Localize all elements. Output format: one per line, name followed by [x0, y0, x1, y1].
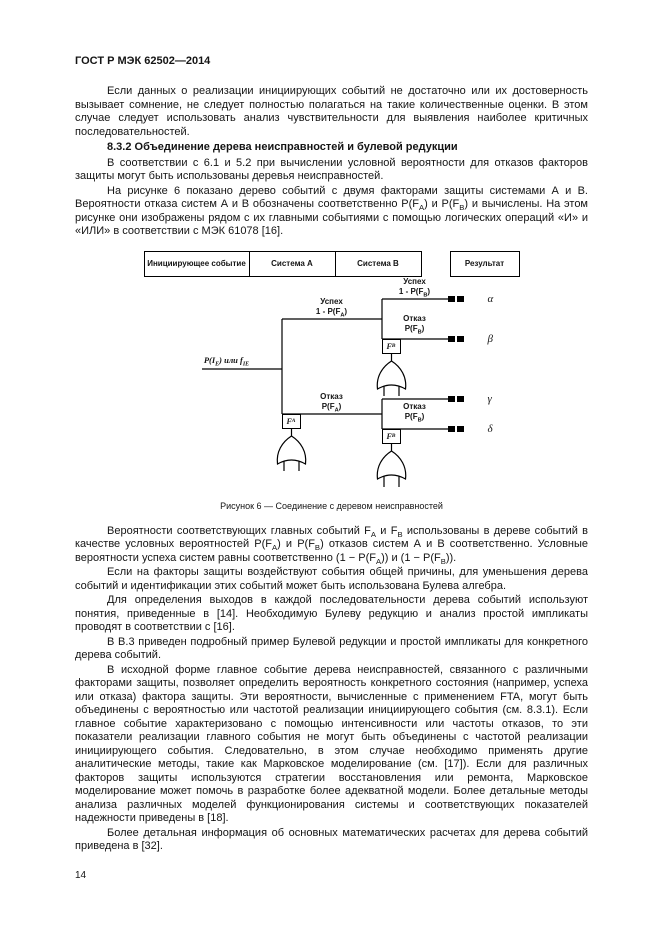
figure-6: Инициирующее событие Система А Система В… — [142, 250, 522, 511]
paragraph-example-reference: В В.3 приведен подробный пример Булевой … — [75, 635, 588, 662]
output-beta: β — [487, 332, 493, 345]
column-header-initiating-event: Инициирующее событие — [143, 250, 250, 277]
section-heading-8-3-2: 8.3.2 Объединение дерева неисправностей … — [107, 141, 458, 153]
event-tree-figure: Инициирующее событие Система А Система В… — [142, 250, 522, 495]
output-gamma: γ — [487, 392, 492, 405]
document-body: Если данных о реализации инициирующих со… — [75, 85, 588, 854]
paragraph-common-cause: Если на факторы защиты воздействуют собы… — [75, 566, 588, 592]
label-success-a: Успех 1 - P(FА) — [315, 296, 348, 319]
document-header: ГОСТ Р МЭК 62502—2014 — [75, 55, 211, 67]
paragraph-figure-intro: На рисунке 6 показано дерево событий с д… — [75, 184, 588, 238]
figure-caption: Рисунок 6 — Соединение с деревом неиспра… — [220, 500, 443, 511]
label-success-b: Успех 1 - P(FВ) — [398, 276, 431, 299]
paragraph-fta-combination: В исходной форме главное событие дерева … — [75, 663, 588, 825]
event-tree-diagram — [201, 295, 464, 487]
page-number: 14 — [75, 870, 87, 881]
output-delta: δ — [487, 422, 493, 435]
output-connectors — [447, 295, 464, 432]
label-failure-b-upper: Отказ P(FВ) — [403, 313, 426, 336]
column-header-system-b: Система В — [334, 250, 422, 277]
column-header-system-a: Система А — [248, 250, 336, 277]
or-gate-fb-upper-icon — [376, 359, 406, 390]
output-alpha: α — [487, 292, 494, 305]
label-failure-a: Отказ P(FА) — [320, 391, 343, 414]
paragraph-further-information: Более детальная информация об основных м… — [75, 826, 588, 853]
paragraph-sensitivity-note: Если данных о реализации инициирующих со… — [75, 85, 588, 138]
paragraph-boolean-reduction: Для определения выходов в каждой последо… — [75, 594, 588, 633]
paragraph-fault-trees: В соответствии с 6.1 и 5.2 при вычислени… — [75, 156, 588, 183]
paragraph-conditional-probabilities: Вероятности соответствующих главных собы… — [75, 524, 589, 566]
column-header-result: Результат — [449, 250, 520, 277]
gate-input-lines — [282, 385, 400, 487]
or-gate-fa-icon — [276, 434, 306, 465]
label-initiating-event-frequency: P(IЕ) или fIЕ — [203, 354, 250, 368]
or-gate-fb-lower-icon — [376, 449, 406, 480]
label-failure-b-lower: Отказ P(FВ) — [403, 401, 426, 424]
